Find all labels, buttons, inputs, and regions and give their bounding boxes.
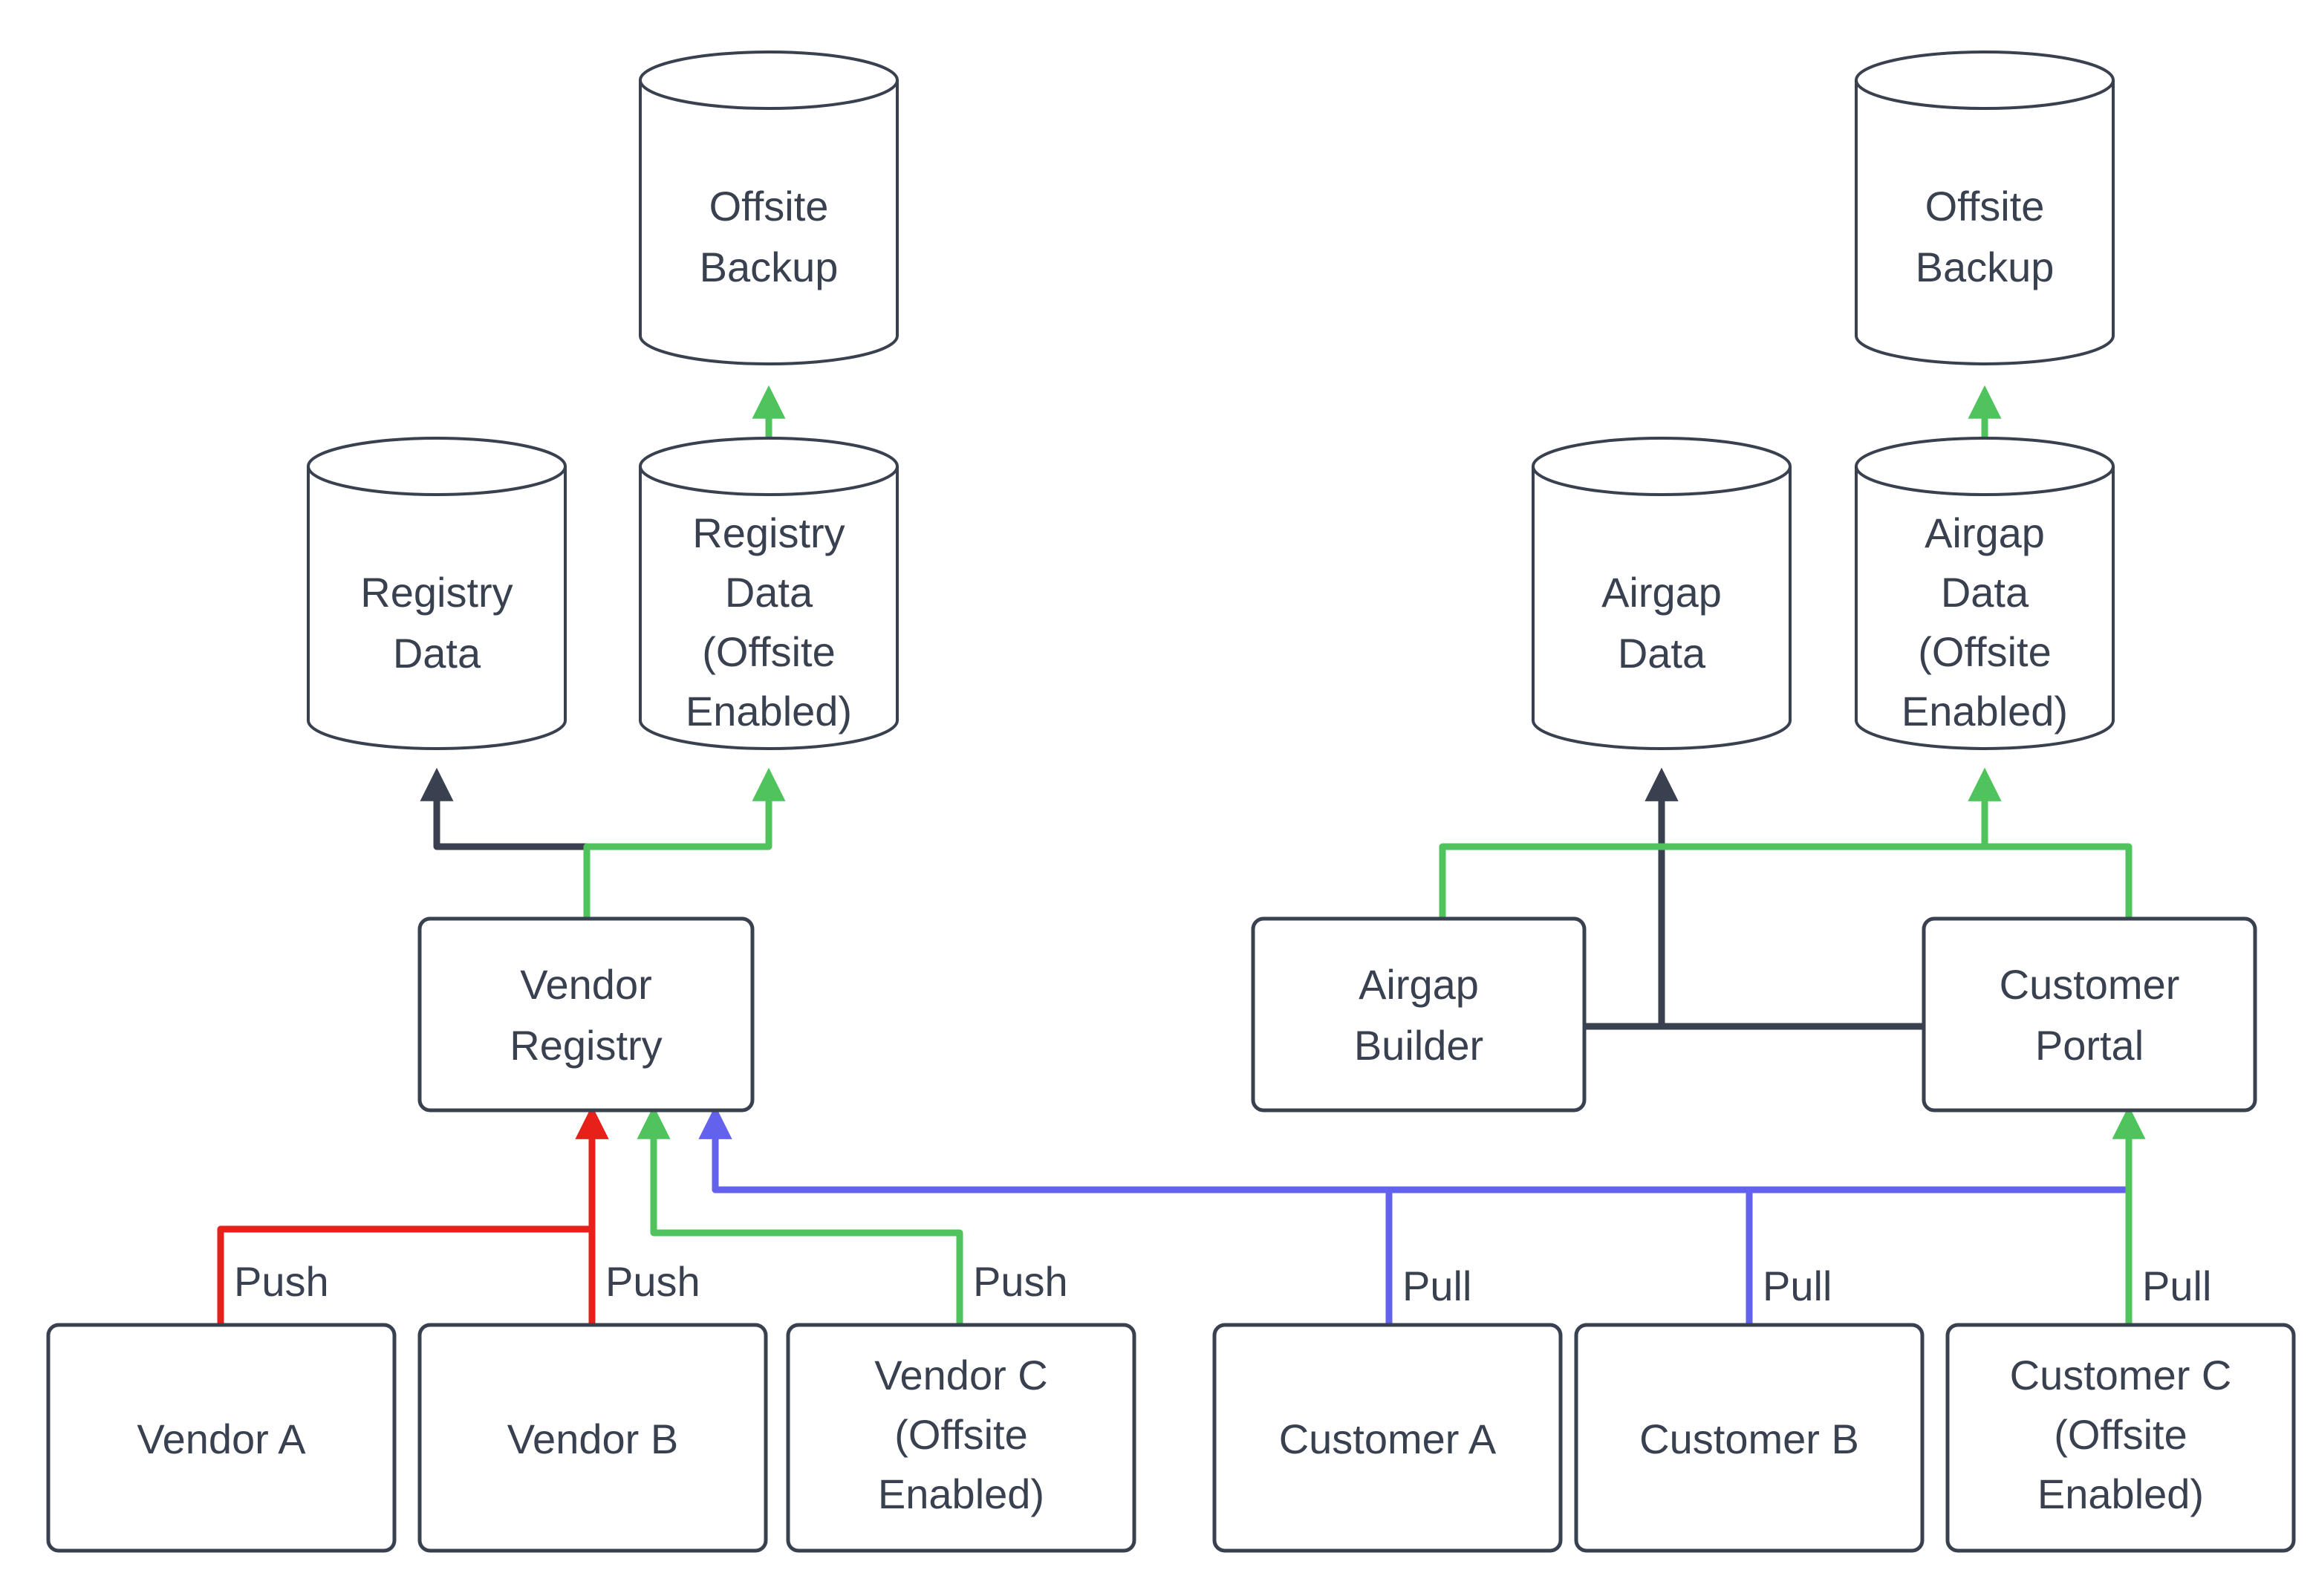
cylinder-body	[1855, 80, 2115, 365]
node-registry-data-offsite[interactable]: Registry Data (Offsite Enabled)	[639, 437, 899, 750]
edge-airgap-builder-to-airgap-data	[1586, 767, 1679, 1030]
node-label: Registry	[360, 569, 513, 616]
node-customer-c[interactable]: Customer C (Offsite Enabled)	[1945, 1323, 2296, 1553]
node-box	[46, 1323, 397, 1553]
cylinder-body	[639, 80, 899, 365]
node-label: Registry	[692, 509, 845, 556]
node-label: Vendor	[520, 961, 652, 1008]
node-customer-b[interactable]: Customer B	[1574, 1323, 1925, 1553]
cylinder-top	[1855, 51, 2115, 110]
node-label: Vendor B	[507, 1416, 678, 1462]
node-offsite-backup-left[interactable]: Offsite Backup	[639, 51, 899, 365]
node-box	[1574, 1323, 1925, 1553]
node-label: Data	[393, 630, 481, 677]
cylinder-top	[639, 51, 899, 110]
edge-customer-portal-to-airgap-data	[1645, 767, 1922, 1030]
node-label: (Offsite	[2054, 1411, 2187, 1458]
node-box	[417, 1323, 768, 1553]
node-label: (Offsite	[894, 1411, 1027, 1458]
edge-airgap-builder-to-airgap-data-offsite	[1439, 767, 2002, 917]
edge-label-pull-customer-a: Pull	[1402, 1263, 1471, 1309]
node-vendor-b[interactable]: Vendor B	[417, 1323, 768, 1553]
node-customer-a[interactable]: Customer A	[1212, 1323, 1563, 1553]
edge-customer-b-to-vendor-registry	[698, 1105, 1753, 1323]
cylinder-body	[639, 466, 899, 750]
cylinder-top	[1855, 437, 2115, 496]
node-label: Customer B	[1639, 1416, 1859, 1462]
node-box	[1922, 916, 2257, 1113]
node-label: Customer C	[2010, 1352, 2232, 1398]
edge-vendor-registry-to-registry-data-offsite	[583, 767, 786, 917]
node-box	[417, 916, 755, 1113]
node-label: Enabled)	[686, 688, 852, 735]
node-vendor-a[interactable]: Vendor A	[46, 1323, 397, 1553]
cylinder-body	[1855, 466, 2115, 750]
node-offsite-backup-right[interactable]: Offsite Backup	[1855, 51, 2115, 365]
node-label: Offsite	[1925, 183, 2045, 229]
node-label: Offsite	[709, 183, 829, 229]
node-box	[1251, 916, 1587, 1113]
edge-layer	[217, 385, 2146, 1323]
cylinder-body	[307, 466, 567, 750]
node-label: Airgap	[1601, 569, 1722, 616]
node-airgap-data-offsite[interactable]: Airgap Data (Offsite Enabled)	[1855, 437, 2115, 750]
node-label: Vendor A	[137, 1416, 306, 1462]
node-airgap-builder[interactable]: Airgap Builder	[1251, 916, 1587, 1113]
node-box	[786, 1323, 1136, 1553]
node-label: Vendor C	[874, 1352, 1048, 1398]
node-label: (Offsite	[1918, 628, 2051, 675]
node-label: Enabled)	[2037, 1470, 2204, 1517]
node-label: Customer A	[1279, 1416, 1497, 1462]
edge-label-pull-customer-c: Pull	[2142, 1263, 2211, 1309]
node-airgap-data[interactable]: Airgap Data	[1532, 437, 1792, 750]
cylinder-top	[307, 437, 567, 496]
node-box	[1945, 1323, 2296, 1553]
cylinder-top	[639, 437, 899, 496]
node-box	[1212, 1323, 1563, 1553]
node-vendor-registry[interactable]: Vendor Registry	[417, 916, 755, 1113]
edge-customer-portal-to-airgap-data-offsite	[1968, 767, 2133, 917]
edge-label-push-vendor-b: Push	[605, 1258, 700, 1305]
node-label: Data	[725, 569, 813, 616]
node-label: Builder	[1354, 1022, 1483, 1069]
cylinder-top	[1532, 437, 1792, 496]
edge-label-pull-customer-b: Pull	[1763, 1263, 1832, 1309]
node-label: Portal	[2035, 1022, 2144, 1069]
node-label: Backup	[700, 244, 839, 290]
node-label: Data	[1941, 569, 2029, 616]
edge-vendor-registry-to-registry-data	[420, 767, 591, 917]
edge-vendor-c-to-vendor-registry	[637, 1105, 963, 1323]
node-label: Airgap	[1359, 961, 1479, 1008]
node-label: Enabled)	[1902, 688, 2068, 735]
node-registry-data[interactable]: Registry Data	[307, 437, 567, 750]
edge-label-push-vendor-a: Push	[234, 1258, 329, 1305]
edge-label-layer: Push Push Push Pull Pull Pull	[234, 1258, 2211, 1309]
node-vendor-c[interactable]: Vendor C (Offsite Enabled)	[786, 1323, 1136, 1553]
node-customer-portal[interactable]: Customer Portal	[1922, 916, 2257, 1113]
node-label: Airgap	[1925, 509, 2045, 556]
node-label: (Offsite	[702, 628, 835, 675]
node-label: Enabled)	[878, 1470, 1044, 1517]
edge-label-push-vendor-c: Push	[973, 1258, 1068, 1305]
node-label: Backup	[1916, 244, 2055, 290]
node-label: Registry	[510, 1022, 662, 1069]
cylinder-body	[1532, 466, 1792, 750]
node-label: Data	[1618, 630, 1706, 677]
node-label: Customer	[2000, 961, 2180, 1008]
